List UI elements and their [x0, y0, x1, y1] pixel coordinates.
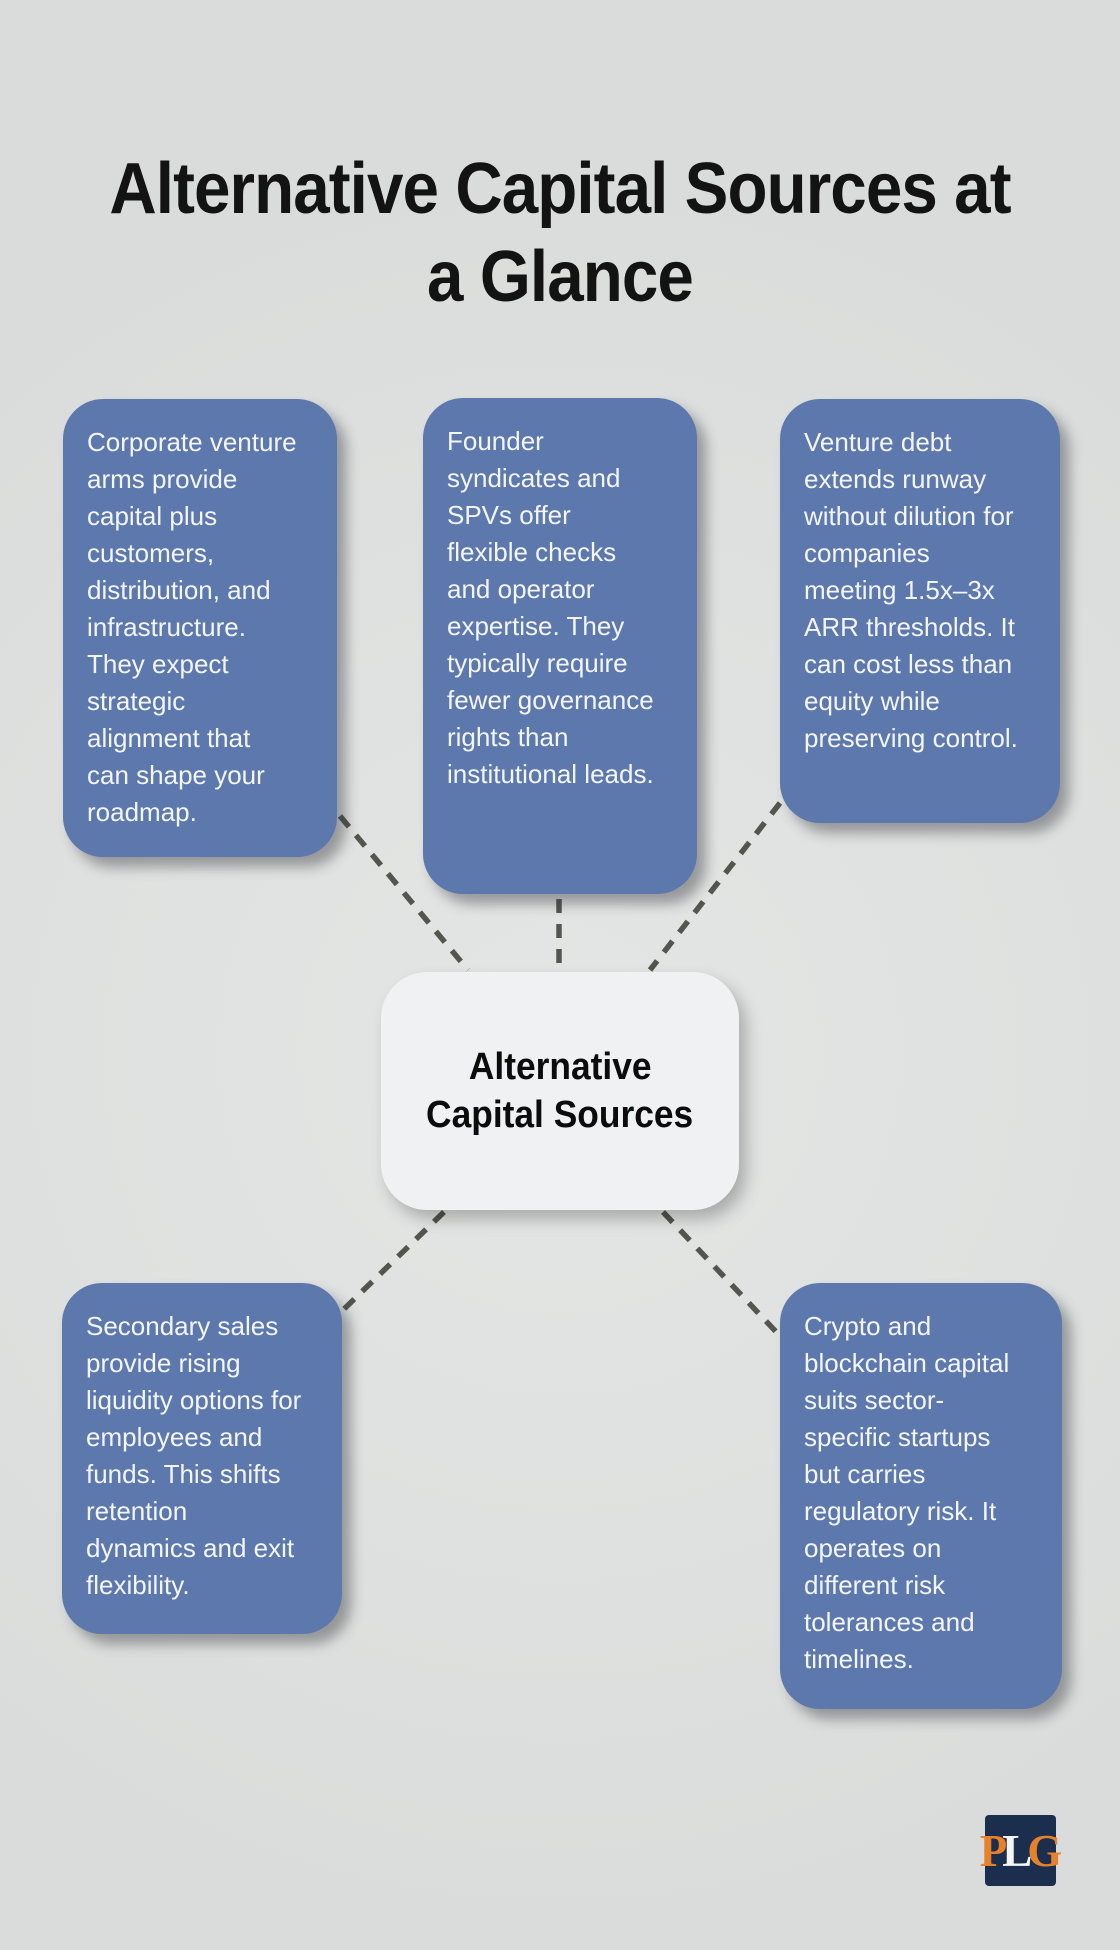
plg-logo-letter-p: P	[979, 1825, 1007, 1876]
node-venture-debt: Venture debt extends runway without dilu…	[780, 399, 1060, 823]
node-crypto-blockchain-capital: Crypto and blockchain capital suits sect…	[780, 1283, 1062, 1709]
connector-bottom-left-line	[341, 1210, 446, 1312]
node-founder-syndicates-spvs: Founder syndicates and SPVs offer flexib…	[423, 398, 697, 894]
node-crypto-blockchain-capital-text: Crypto and blockchain capital suits sect…	[804, 1311, 1010, 1674]
plg-logo: P L G	[980, 1815, 1062, 1886]
node-venture-debt-text: Venture debt extends runway without dilu…	[804, 427, 1018, 753]
node-corporate-venture-arms-text: Corporate venture arms provide capital p…	[87, 427, 297, 827]
connector-bottom-right-line	[661, 1210, 783, 1339]
plg-logo-letter-l: L	[1002, 1825, 1032, 1876]
connector-top-right-line	[647, 801, 783, 972]
node-secondary-sales: Secondary sales provide rising liquidity…	[62, 1283, 342, 1634]
page-title: Alternative Capital Sources at a Glance	[0, 145, 1120, 321]
center-node-line1: Alternative	[468, 1046, 652, 1088]
node-founder-syndicates-spvs-text: Founder syndicates and SPVs offer flexib…	[447, 426, 654, 789]
node-corporate-venture-arms: Corporate venture arms provide capital p…	[63, 399, 337, 857]
page-title-line1: Alternative Capital Sources at	[109, 149, 1011, 230]
center-node-alternative-capital-sources: Alternative Capital Sources	[381, 972, 739, 1210]
node-secondary-sales-text: Secondary sales provide rising liquidity…	[86, 1311, 302, 1600]
page-title-line2: a Glance	[427, 237, 694, 318]
plg-logo-letter-g: G	[1027, 1825, 1062, 1876]
connector-top-left-line	[337, 814, 471, 972]
center-node-line2: Capital Sources	[426, 1094, 694, 1136]
